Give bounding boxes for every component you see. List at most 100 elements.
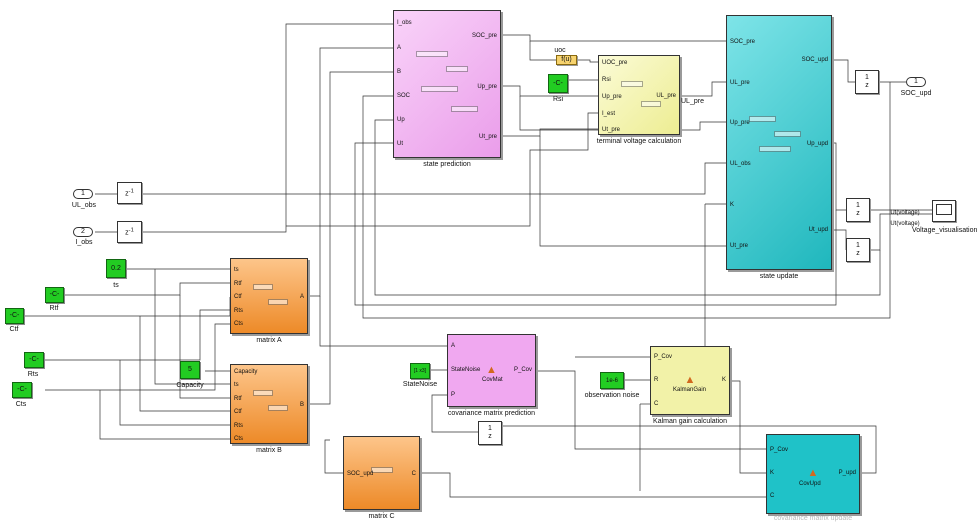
constant-ctf[interactable]: -C- <box>5 308 24 324</box>
port-in: A <box>451 343 456 349</box>
port-out: P_upd <box>838 470 856 476</box>
matrix-c-label: matrix C <box>368 513 395 520</box>
constant-statenoise[interactable]: [1 x3] <box>410 363 430 379</box>
port-in: Ut <box>397 141 403 147</box>
unit-delay-i-obs[interactable]: z-1 <box>117 221 142 243</box>
constant-label: Rsi <box>552 96 564 103</box>
subsystem-preview <box>406 21 488 147</box>
scope-label: Voltage_visualisation <box>912 227 978 234</box>
port-out: Up_upd <box>806 141 828 147</box>
inport-number: 1 <box>81 190 85 197</box>
inport-label: UL_obs <box>71 202 97 209</box>
subsystem-preview <box>611 66 667 124</box>
fcn-text: f(u) <box>561 56 572 63</box>
delay-num: 1 <box>488 425 492 432</box>
delay-den: z <box>488 433 492 440</box>
covariance-prediction-label: covariance matrix prediction <box>447 410 536 417</box>
subsystem-preview <box>243 269 295 323</box>
port-in: UL_pre <box>730 80 750 86</box>
unit-delay-ul-obs[interactable]: z-1 <box>117 182 142 204</box>
port-in: ts <box>234 382 239 388</box>
port-in: SOC_pre <box>730 39 756 45</box>
port-out: Ut_pre <box>478 134 497 140</box>
port-in: Rtf <box>234 281 242 287</box>
delay-exp: -1 <box>128 227 134 234</box>
function-name: CovUpd <box>799 481 821 487</box>
port-in: P_Cov <box>770 447 789 453</box>
constant-ts[interactable]: 0.2 <box>106 259 126 278</box>
delay-den: z <box>865 82 869 89</box>
fcn-block[interactable]: f(u) <box>556 55 577 65</box>
constant-rtf[interactable]: -C- <box>45 287 64 303</box>
covariance-update-block[interactable]: ▲ CovUpd P_Cov K C P_upd <box>766 434 860 514</box>
port-in: Rtf <box>234 396 242 402</box>
delay-exp: -1 <box>128 188 134 195</box>
outport-1-soc-upd[interactable]: 1 <box>906 77 926 87</box>
constant-value: 1e-6 <box>605 377 618 384</box>
constant-observation-noise[interactable]: 1e-6 <box>600 372 624 389</box>
port-out: C <box>411 471 416 477</box>
constant-rsi[interactable]: -C- <box>548 74 568 93</box>
scope-block[interactable] <box>932 200 956 222</box>
scope-signal-2: Ut(voltage) <box>890 221 920 227</box>
port-out: Ut_upd <box>808 227 828 233</box>
delay-den: z <box>856 250 860 257</box>
port-in: Cts <box>234 436 243 442</box>
inport-1-ul-obs[interactable]: 1 <box>73 189 93 199</box>
port-in: UOC_pre <box>602 60 628 66</box>
delay-text: z-1 <box>118 187 141 198</box>
outport-number: 1 <box>914 78 918 85</box>
port-in: Cts <box>234 321 243 327</box>
port-in: Rsi <box>602 77 611 83</box>
port-in: Ctf <box>234 409 242 415</box>
port-out: SOC_upd <box>801 57 828 63</box>
outport-label: SOC_upd <box>900 90 932 97</box>
port-in: ts <box>234 267 239 273</box>
constant-value: -C- <box>17 386 27 393</box>
constant-value: -C- <box>553 79 563 87</box>
constant-rts[interactable]: -C- <box>24 352 44 368</box>
terminal-voltage-subsystem[interactable]: UOC_pre Rsi Up_pre I_est Ut_pre UL_pre <box>598 55 680 135</box>
constant-label: Cts <box>15 401 27 408</box>
port-out: P_Cov <box>513 367 532 373</box>
port-in: Ut_pre <box>730 243 749 249</box>
port-in: SOC <box>397 93 411 99</box>
ul-pre-signal-label: UL_pre <box>681 98 704 105</box>
covariance-update-label: covariance matrix update <box>773 515 853 522</box>
matrix-b-label: matrix B <box>256 447 282 454</box>
port-in: SOC_upd <box>347 471 374 477</box>
port-out: B <box>299 402 304 408</box>
covariance-prediction-block[interactable]: ▲ CovMat A StateNoise P P_Cov <box>447 334 536 407</box>
constant-cts[interactable]: -C- <box>12 382 32 398</box>
inport-2-i-obs[interactable]: 2 <box>73 227 93 237</box>
port-in: K <box>770 470 775 476</box>
state-prediction-subsystem[interactable]: I_obs A B SOC Up Ut SOC_pre Up_pre Ut_pr… <box>393 10 501 158</box>
matrix-a-subsystem[interactable]: ts Rtf Ctf Rts Cts A <box>230 258 308 334</box>
terminal-voltage-label: terminal voltage calculation <box>596 138 682 145</box>
inport-number: 2 <box>81 228 85 235</box>
state-update-label: state update <box>759 273 799 280</box>
delay-z: z <box>125 229 129 237</box>
state-update-subsystem[interactable]: SOC_pre UL_pre Up_pre UL_obs K Ut_pre SO… <box>726 15 832 270</box>
delay-num: 1 <box>856 242 860 249</box>
port-in: P_Cov <box>654 354 673 360</box>
port-in: B <box>397 69 402 75</box>
kalman-gain-block[interactable]: ▲ KalmanGain P_Cov R C K <box>650 346 730 415</box>
matlab-function-icon: ▲ <box>486 363 497 376</box>
matrix-c-subsystem[interactable]: SOC_upd C <box>343 436 420 510</box>
matrix-b-subsystem[interactable]: Capacity ts Rtf Ctf Rts Cts B <box>230 364 308 444</box>
constant-capacity[interactable]: 5 <box>180 361 200 379</box>
port-in: Rts <box>234 308 243 314</box>
port-in: StateNoise <box>451 367 481 373</box>
port-in: I_obs <box>397 20 412 26</box>
scope-signal-1: Ut(voltage) <box>890 210 920 216</box>
uoc-signal-label: uoc <box>554 47 566 54</box>
constant-value: [1 x3] <box>413 368 427 374</box>
